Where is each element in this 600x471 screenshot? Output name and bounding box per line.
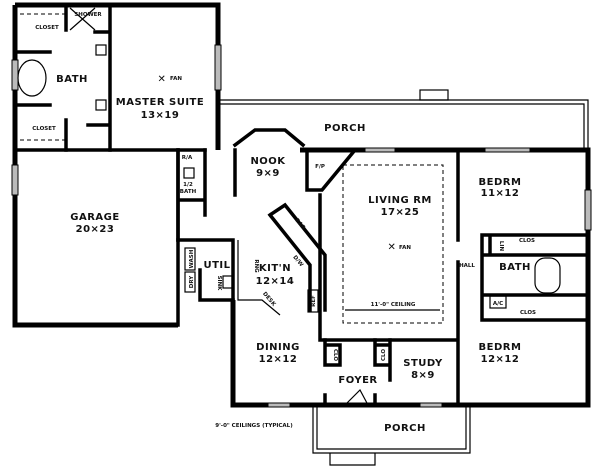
hall-label: HALL — [459, 263, 475, 269]
bedroom-size: 12×12 — [481, 354, 520, 365]
half-bath-label: 1/2 — [183, 182, 193, 188]
fridge-label: REF — [311, 295, 317, 307]
bedroom-label: BEDRM — [479, 342, 522, 353]
master-suite-size: 13×19 — [141, 110, 180, 121]
ac-label: A/C — [493, 301, 503, 307]
kitchen-size: 12×14 — [256, 276, 295, 287]
front-porch — [312, 405, 471, 466]
living-label: LIVING RM — [368, 195, 432, 206]
closet-label: CLOS — [519, 238, 535, 244]
sink-label: SINK — [216, 276, 222, 292]
garage-size: 20×23 — [76, 224, 115, 235]
master-bath-walls — [13, 3, 112, 152]
front-walls — [323, 338, 392, 407]
bedroom-label: BEDRM — [479, 177, 522, 188]
ceiling-note: 9'-0" CEILINGS (TYPICAL) — [215, 423, 293, 429]
foyer-label: FOYER — [338, 375, 377, 386]
study-size: 8×9 — [411, 370, 435, 381]
kitchen-bar — [237, 202, 327, 316]
living-walls — [318, 148, 460, 407]
garage-label: GARAGE — [70, 212, 119, 223]
range-label: RNG — [253, 259, 259, 273]
fireplace — [305, 148, 359, 192]
master-bath-label: BATH — [56, 74, 88, 85]
closet-label: CLO — [381, 349, 387, 361]
bedroom-size: 11×12 — [481, 188, 520, 199]
closet-label: CLO — [332, 349, 338, 361]
kitchen-label: KIT'N — [259, 263, 291, 274]
fan-icon: ✕ — [158, 74, 167, 85]
washer-label: WASH — [189, 249, 195, 268]
util-label: UTIL — [203, 260, 230, 271]
shower-label: SHOWER — [74, 12, 102, 18]
half-bath-label: BATH — [180, 189, 197, 195]
fan-icon: ✕ — [388, 242, 397, 253]
dining-label: DINING — [256, 342, 300, 353]
util-walls — [176, 148, 235, 302]
nook-size: 9×9 — [256, 168, 280, 179]
bathtub — [17, 59, 47, 97]
rear-porch — [218, 89, 589, 150]
fan-label: FAN — [399, 245, 411, 251]
dining-size: 12×12 — [259, 354, 298, 365]
fireplace-label: F/P — [315, 164, 325, 170]
windows — [11, 44, 592, 408]
study-label: STUDY — [403, 358, 443, 369]
closet-label: CLOS — [520, 310, 536, 316]
return-air-label: R/A — [182, 155, 193, 161]
bedroom-wing-walls — [480, 233, 590, 322]
front-porch-label: PORCH — [384, 423, 426, 434]
nook-label: NOOK — [250, 156, 286, 167]
living-size: 17×25 — [381, 207, 420, 218]
closet-label: CLOSET — [32, 126, 56, 132]
ceiling-label: 11'-0" CEILING — [371, 302, 416, 308]
hall-bath-label: BATH — [499, 262, 531, 273]
linen-label: LIN — [498, 241, 504, 252]
master-suite-label: MASTER SUITE — [116, 97, 204, 108]
closet-label: CLOSET — [35, 25, 59, 31]
fan-label: FAN — [170, 76, 182, 82]
rear-porch-label: PORCH — [324, 123, 366, 134]
dryer-label: DRY — [189, 275, 195, 288]
nook-bay — [232, 128, 306, 148]
